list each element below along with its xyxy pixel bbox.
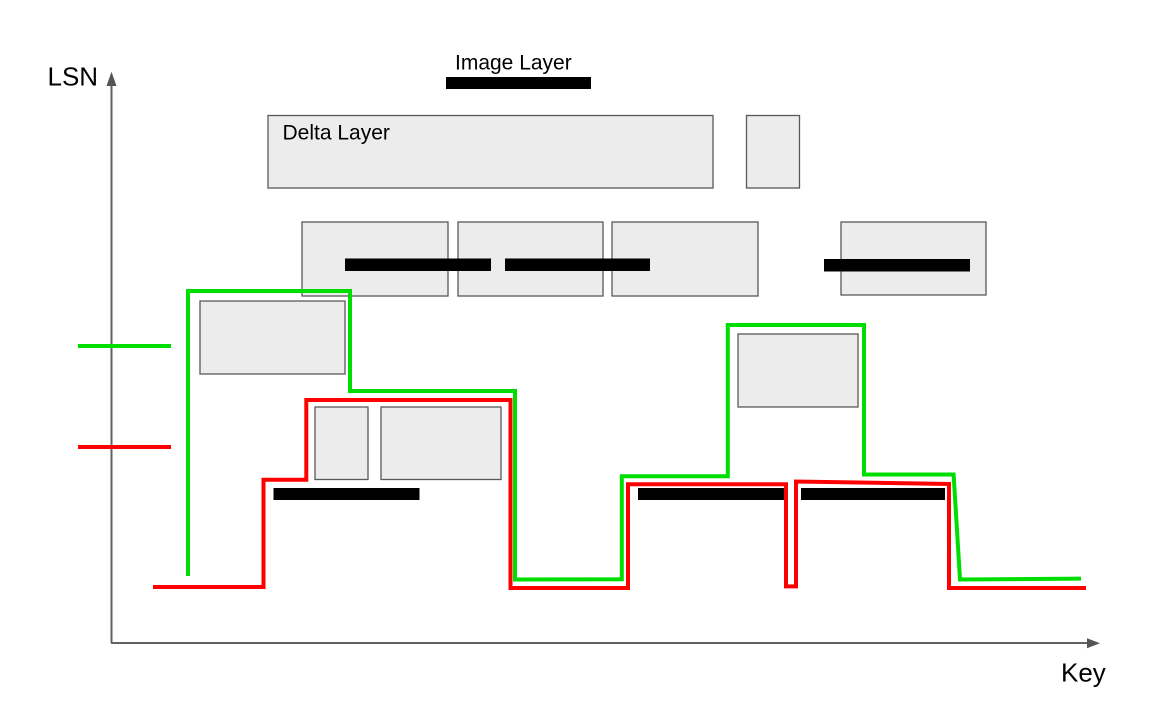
svg-text:LSN: LSN: [48, 62, 99, 92]
svg-text:Delta Layer: Delta Layer: [283, 122, 390, 145]
svg-text:Key: Key: [1061, 658, 1106, 688]
svg-text:Image Layer: Image Layer: [455, 52, 572, 75]
